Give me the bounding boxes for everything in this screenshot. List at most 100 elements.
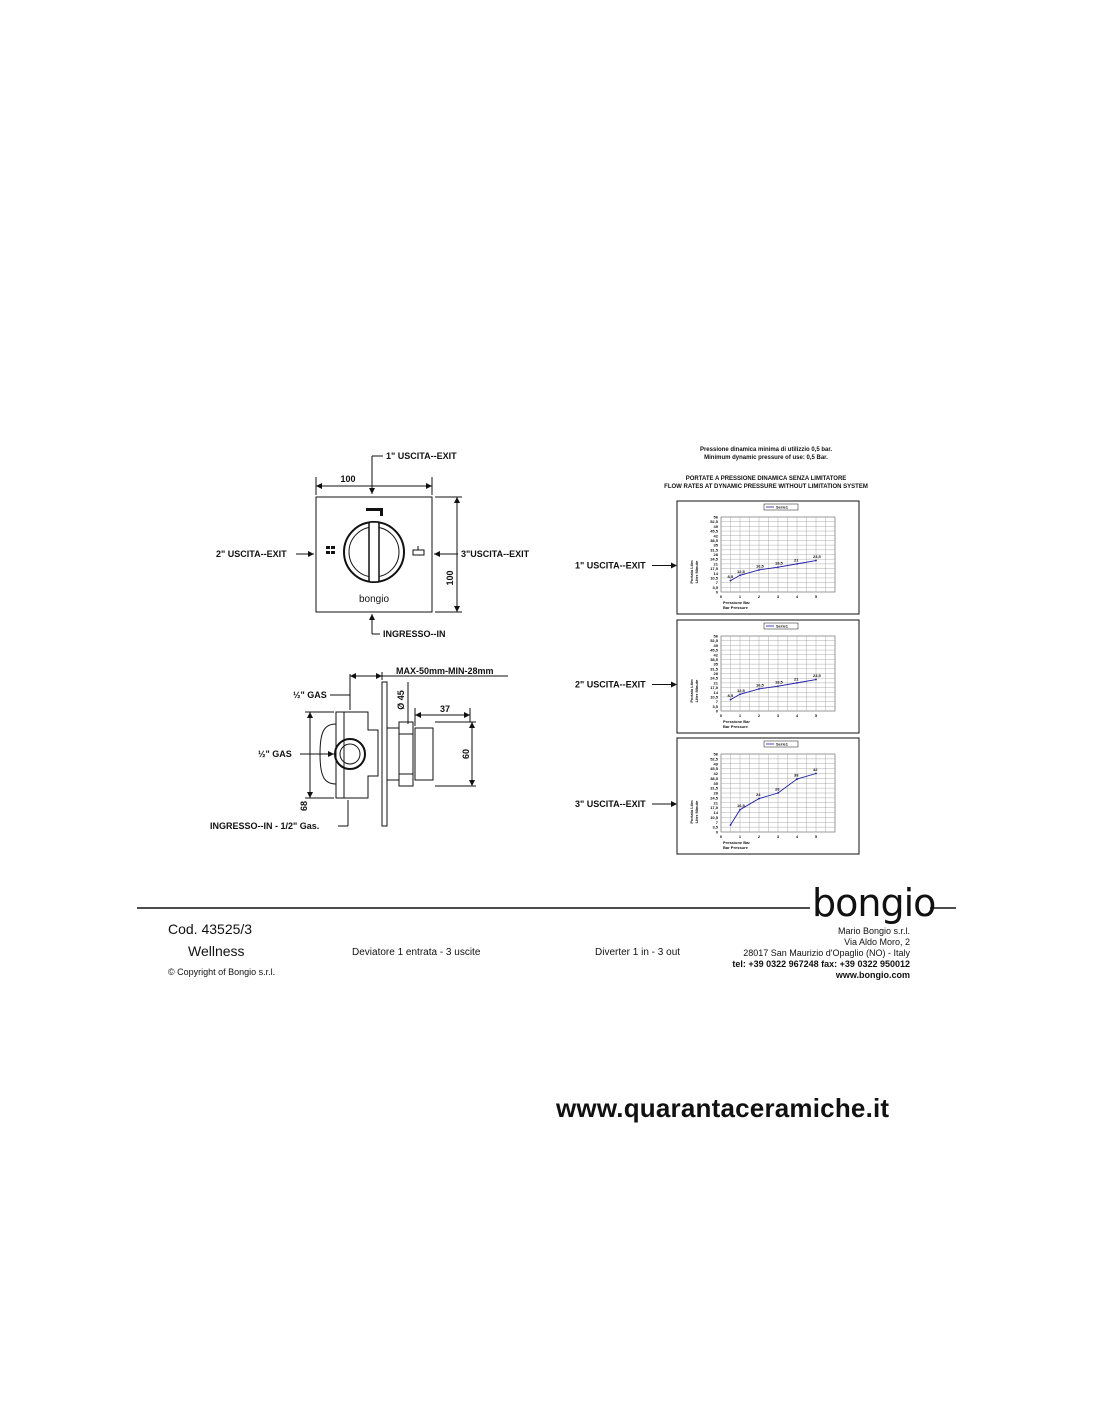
y-tick-label: 45,5 [710, 766, 719, 771]
y-tick-label: 14 [714, 810, 719, 815]
y-tick-label: 35 [714, 781, 719, 786]
y-tick-label: 38,5 [710, 776, 719, 781]
x-tick-label: 0 [720, 834, 723, 839]
y-tick-label: 35 [714, 543, 719, 548]
x-axis-label: Pressione Bar [723, 719, 750, 724]
y-tick-label: 28 [714, 791, 719, 796]
y-tick-label: 49 [714, 761, 719, 766]
legend-label: Serie1 [776, 624, 789, 629]
flow-rates-en: FLOW RATES AT DYNAMIC PRESSURE WITHOUT L… [664, 484, 868, 490]
y-tick-label: 21 [714, 561, 719, 566]
data-point [777, 792, 779, 794]
y-tick-label: 35 [714, 662, 719, 667]
x-tick-label: 1 [739, 834, 742, 839]
chart-leader-arrow [671, 681, 677, 688]
y-tick-label: 17,5 [710, 566, 719, 571]
description-english: Diverter 1 in - 3 out [595, 947, 681, 958]
y-tick-label: 3,5 [712, 585, 718, 590]
y-tick-label: 7 [716, 580, 719, 585]
wall-plate [381, 681, 388, 827]
data-point [815, 772, 817, 775]
x-tick-label: 2 [758, 834, 761, 839]
series-line [730, 560, 817, 582]
legend-box [763, 740, 799, 748]
x-tick-label: 4 [796, 594, 799, 599]
y-tick-label: 21 [714, 680, 719, 685]
min-pressure-en: Minimum dynamic pressure of use: 0,5 Bar… [704, 455, 828, 461]
data-point [796, 681, 798, 684]
data-point [777, 566, 779, 569]
body-height-dim: 68 [299, 801, 309, 811]
y-tick-label: 31,5 [710, 786, 719, 791]
series-line [730, 773, 817, 826]
y-tick-label: 21 [714, 800, 719, 805]
y-tick-label: 10,5 [710, 694, 719, 699]
y-tick-label: 38,5 [710, 657, 719, 662]
data-point [739, 574, 741, 577]
y-tick-label: 56 [714, 752, 719, 757]
data-point [729, 824, 732, 826]
y-tick-label: 56 [714, 634, 719, 639]
inlet-gas-label: INGRESSO--IN - 1/2" Gas. [210, 821, 319, 831]
legend-box [763, 622, 799, 630]
x-tick-label: 3 [777, 594, 780, 599]
y-tick-label: 14 [714, 571, 719, 576]
company-phone: tel: +39 0322 967248 fax: +39 0322 95001… [732, 959, 910, 969]
data-label: 16,5 [756, 563, 765, 568]
product-code: Cod. 43525/3 [168, 921, 253, 937]
chart-exit-label: 2" USCITA--EXIT [575, 680, 646, 690]
y-tick-label: 3,5 [712, 825, 718, 830]
top-exit-label: 1" USCITA--EXIT [386, 451, 457, 461]
data-label: 23,5 [813, 554, 822, 559]
y-tick-label: 24,5 [710, 557, 719, 562]
y-tick-label: 24,5 [710, 795, 719, 800]
data-label: 28 [775, 787, 780, 792]
y-tick-label: 45,5 [710, 529, 719, 534]
y-axis-label: Portata Lt/m [689, 800, 694, 824]
y-tick-label: 49 [714, 643, 719, 648]
y-tick-label: 7 [716, 699, 719, 704]
y-tick-label: 10,5 [710, 815, 719, 820]
description-italian: Deviatore 1 entrata - 3 uscite [352, 947, 481, 958]
plate-logo: bongio [359, 594, 389, 605]
data-point [758, 569, 760, 571]
showerhead-icon [412, 546, 425, 556]
legend-box [763, 503, 799, 511]
legend-label: Serie1 [776, 505, 789, 510]
x-tick-label: 2 [758, 713, 761, 718]
y-tick-label: 52,5 [710, 638, 719, 643]
y-tick-label: 52,5 [710, 519, 719, 524]
y-tick-label: 28 [714, 671, 719, 676]
x-tick-label: 1 [739, 594, 742, 599]
x-axis-label: Bar Pressure [723, 724, 749, 729]
x-tick-label: 1 [739, 713, 742, 718]
x-tick-label: 2 [758, 594, 761, 599]
flow-rate-charts: 1" USCITA--EXIT03,5710,51417,52124,52831… [575, 500, 860, 855]
y-tick-label: 17,5 [710, 805, 719, 810]
data-point [729, 698, 732, 701]
x-axis-label: Pressione Bar [723, 600, 750, 605]
left-exit-label: 2" USCITA--EXIT [216, 549, 287, 559]
front-plate [315, 496, 433, 613]
y-axis-label: Portata Lt/m [689, 560, 694, 584]
x-axis-label: Bar Pressure [723, 605, 749, 610]
chart-leader-arrow [671, 801, 677, 807]
bodyjet-icon [326, 546, 335, 554]
data-point [739, 808, 741, 811]
website-link[interactable]: www.quarantaceramiche.it [556, 1093, 890, 1123]
chart-leader-arrow [671, 562, 677, 569]
data-point [739, 693, 741, 696]
y-tick-label: 42 [714, 771, 719, 776]
x-axis-label: Bar Pressure [723, 845, 749, 850]
y-tick-label: 0 [716, 830, 719, 835]
data-label: 21 [794, 676, 799, 681]
y-tick-label: 42 [714, 652, 719, 657]
data-point [777, 685, 779, 688]
y-tick-label: 42 [714, 533, 719, 538]
company-street: Via Aldo Moro, 2 [844, 937, 910, 947]
company-web: www.bongio.com [835, 970, 910, 980]
data-point [815, 678, 817, 681]
right-exit-label: 3"USCITA--EXIT [461, 549, 530, 559]
knob-height-dim: 60 [461, 749, 471, 759]
